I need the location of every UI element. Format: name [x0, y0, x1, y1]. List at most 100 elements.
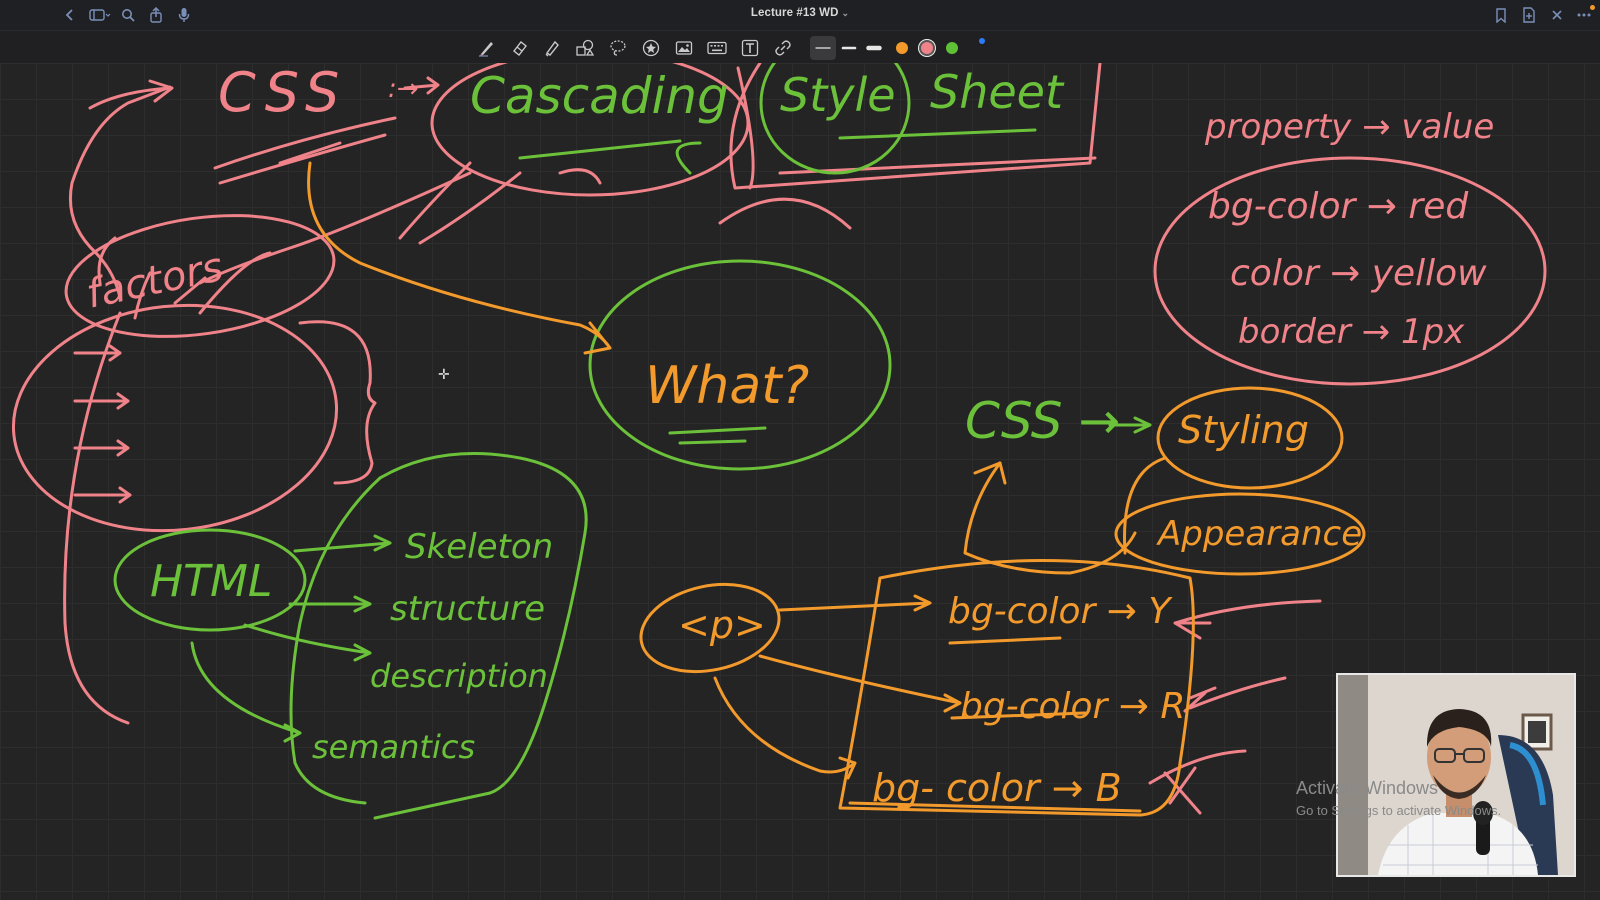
note-cascading: Cascading [470, 67, 729, 125]
ink-stroke [403, 76, 440, 95]
ink-stroke [198, 251, 272, 315]
ink-stroke [668, 426, 767, 445]
bookmark-icon[interactable] [1491, 5, 1511, 25]
color-swatch-green[interactable] [946, 42, 958, 54]
ink-stroke [73, 392, 130, 410]
ink-stroke [293, 534, 392, 553]
ink-stroke [718, 197, 852, 230]
ink-stroke [778, 594, 932, 612]
note-p-tag: <p> [678, 603, 766, 647]
ink-stroke [759, 63, 911, 175]
note-bg-b: bg- color → B [872, 766, 1122, 810]
ink-stroke [848, 636, 1142, 813]
ink-stroke [243, 623, 372, 662]
link-tool-icon[interactable] [772, 37, 794, 59]
note-what: What? [645, 356, 809, 416]
back-icon[interactable] [60, 5, 80, 25]
note-color-yellow: color → yellow [1230, 253, 1487, 294]
note-structure: structure [390, 589, 545, 629]
crosshair-cursor-icon: ✛ [438, 366, 450, 382]
ink-stroke [298, 320, 377, 485]
note-html: HTML [150, 556, 272, 607]
ink-stroke [113, 528, 307, 632]
ink-stroke [1173, 599, 1322, 640]
ink-stroke [398, 161, 602, 245]
window-title[interactable]: Lecture #13 WD⌄ [0, 7, 1600, 19]
title-bar: Lecture #13 WD⌄ [0, 0, 1600, 31]
note-semantics: semantics [312, 728, 475, 766]
ink-stroke [729, 63, 1102, 190]
stroke-thick-option[interactable] [863, 37, 885, 59]
notification-dot [1590, 5, 1595, 10]
ink-stroke [73, 439, 130, 457]
ink-stroke [289, 476, 382, 805]
ink-stroke [639, 582, 781, 674]
ink-stroke [213, 116, 397, 185]
ink-stroke [307, 161, 612, 355]
note-css-styling: CSS → [965, 392, 1120, 450]
note-skeleton: Skeleton [405, 527, 553, 567]
note-css-heading: CSS [218, 63, 347, 124]
eraser-tool-icon[interactable] [508, 37, 530, 59]
ink-stroke [838, 559, 1195, 817]
microphone-icon[interactable] [174, 5, 194, 25]
note-property-value: property → value [1204, 107, 1494, 147]
ink-stroke [713, 676, 857, 780]
color-swatch-pink[interactable] [921, 42, 933, 54]
watermark-line-1: Activate Windows [1296, 778, 1439, 798]
search-icon[interactable] [118, 5, 138, 25]
pen-tool-icon[interactable] [476, 37, 498, 59]
ink-stroke [1183, 676, 1287, 713]
ink-stroke [1153, 156, 1547, 386]
note-bg-r: bg-color → R [960, 686, 1185, 727]
ink-stroke [73, 486, 132, 504]
more-icon[interactable] [1574, 5, 1594, 25]
ink-stroke [190, 641, 302, 743]
color-swatch-orange[interactable] [896, 42, 908, 54]
ink-stroke [518, 128, 1037, 175]
sticker-tool-icon[interactable] [640, 37, 662, 59]
presenter-video [1338, 675, 1574, 875]
note-style: Style [780, 68, 896, 122]
note-styling: Styling [1178, 408, 1309, 452]
ink-stroke [68, 85, 172, 300]
drawing-toolbar [0, 31, 1600, 63]
ink-stroke [588, 259, 892, 471]
ink-stroke [97, 236, 207, 320]
ink-stroke [198, 171, 472, 285]
ink-stroke [963, 461, 1137, 575]
note-appearance: Appearance [1156, 514, 1362, 554]
text-tool-icon[interactable] [739, 37, 761, 59]
note-arrow-dots: :→ [388, 74, 419, 104]
note-border-1px: border → 1px [1238, 312, 1465, 352]
watermark-line-2: Go to Settings to activate Windows. [1296, 803, 1502, 818]
lasso-tool-icon[interactable] [607, 37, 629, 59]
ink-stroke [758, 654, 962, 713]
note-canvas[interactable]: CSS :→ factors property → value bg-color… [0, 63, 1600, 900]
stroke-medium-option[interactable] [838, 37, 860, 59]
ink-stroke [778, 156, 1097, 175]
ink-stroke [63, 311, 130, 725]
ink-stroke [1148, 749, 1247, 815]
shapes-tool-icon[interactable] [574, 37, 596, 59]
ink-stroke [973, 461, 1007, 485]
keyboard-tool-icon[interactable] [706, 37, 728, 59]
document-title: Lecture #13 WD [750, 7, 839, 19]
note-description: description [370, 657, 548, 695]
windows-activation-watermark: Activate Windows Go to Settings to activ… [1296, 778, 1501, 818]
stroke-thin-option[interactable] [810, 36, 836, 60]
sidebar-icon[interactable] [88, 5, 112, 25]
new-page-icon[interactable] [1519, 5, 1539, 25]
ink-stroke [1156, 386, 1344, 490]
close-icon[interactable] [1547, 5, 1567, 25]
image-tool-icon[interactable] [673, 37, 695, 59]
ink-stroke [88, 79, 174, 110]
ink-stroke [1114, 492, 1366, 576]
highlighter-tool-icon[interactable] [541, 37, 563, 59]
share-icon[interactable] [146, 5, 166, 25]
color-picker-icon[interactable] [979, 38, 985, 44]
ink-stroke [1108, 416, 1152, 434]
ink-stroke [73, 344, 122, 362]
ink-stroke [373, 452, 588, 820]
ink-layer: CSS :→ factors property → value bg-color… [11, 63, 1547, 820]
